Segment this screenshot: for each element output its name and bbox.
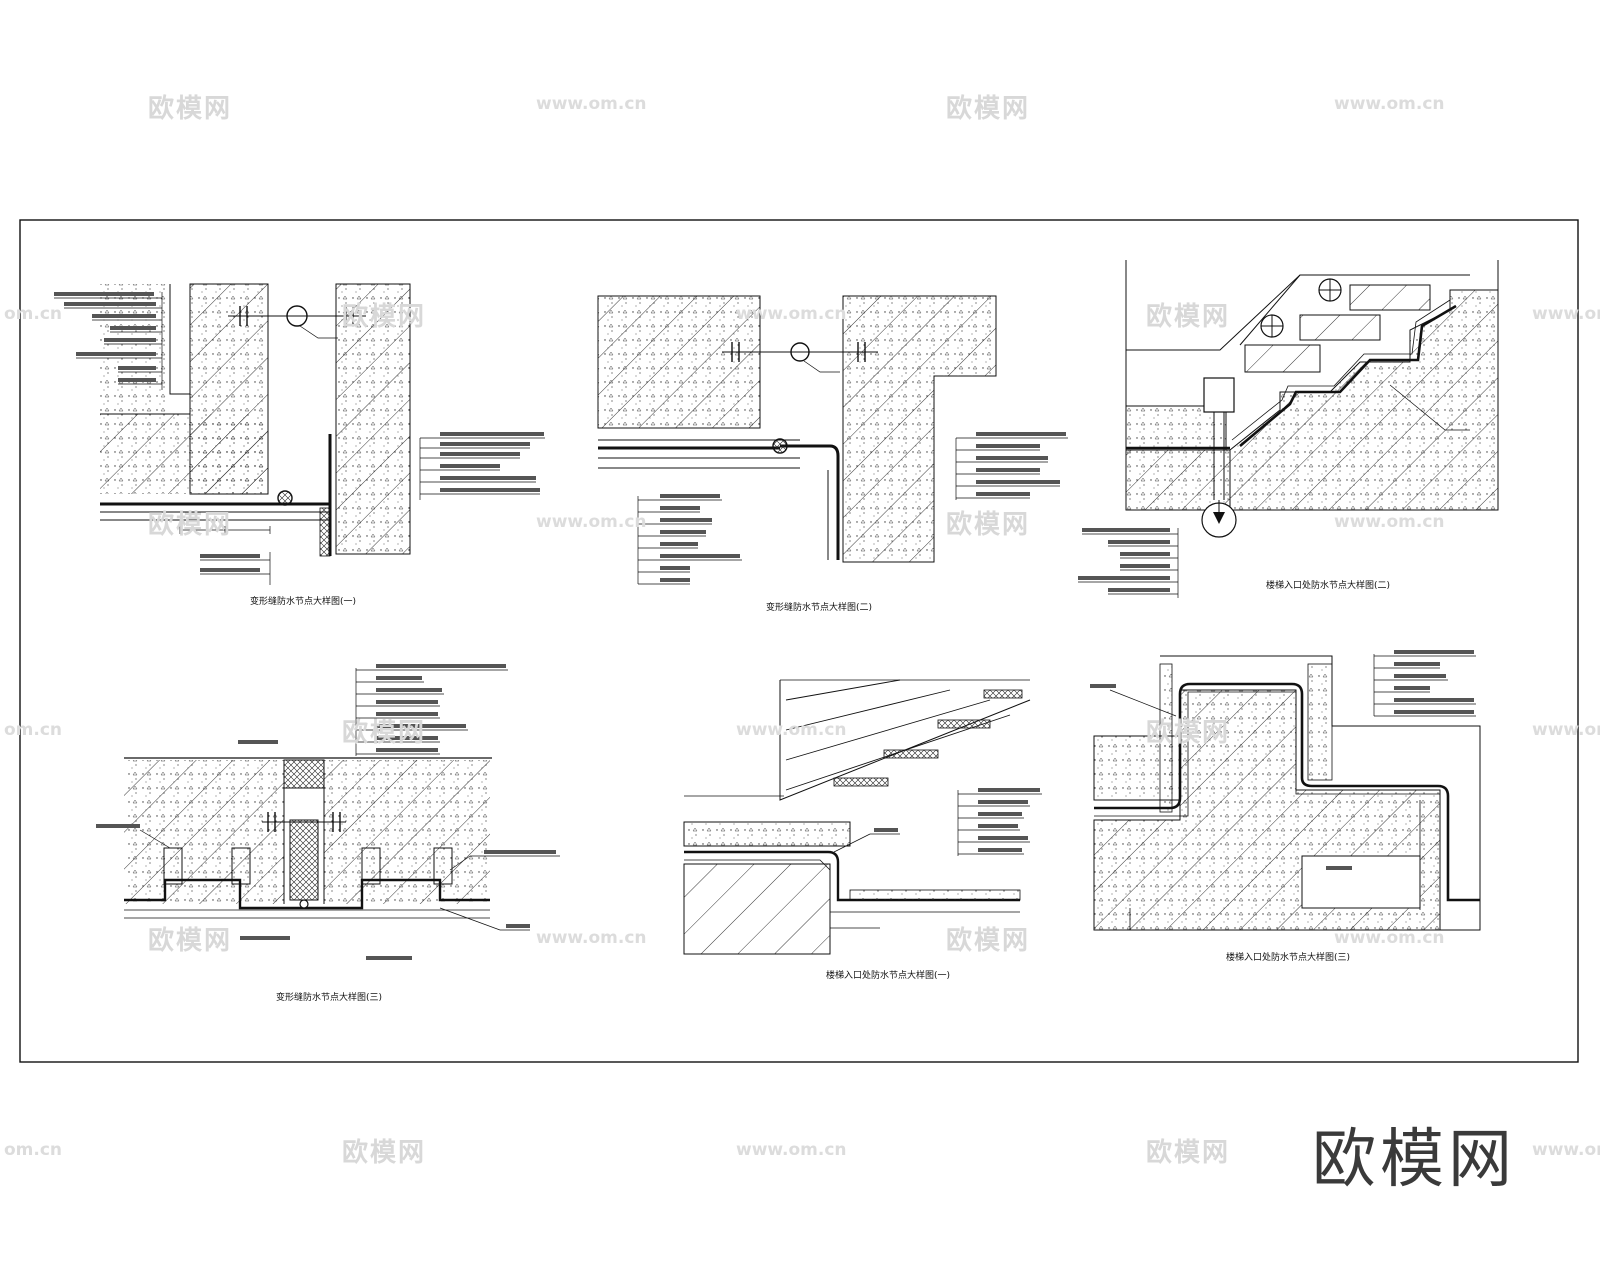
watermark-url: www.om.cn	[536, 928, 647, 948]
watermark-url: www.om.cn	[1532, 1140, 1600, 1160]
watermark-url: www.om.cn	[1334, 94, 1445, 114]
watermark-brand: 欧模网	[342, 302, 427, 332]
watermark-url: www.om.cn	[536, 512, 647, 532]
watermark-brand: 欧模网	[946, 926, 1031, 956]
caption-detail-3: 楼梯入口处防水节点大样图(二)	[1266, 581, 1391, 591]
watermark-url: www.om.cn	[536, 94, 647, 114]
watermark-brand: 欧模网	[946, 94, 1031, 124]
detail-5	[683, 679, 1042, 955]
watermark-brand: 欧模网	[946, 510, 1031, 540]
watermark-url: www.om.cn	[1532, 304, 1600, 324]
watermark-url: www.om.cn	[736, 1140, 847, 1160]
watermark-brand: 欧模网	[148, 926, 233, 956]
watermark-brand: 欧模网	[1146, 302, 1231, 332]
watermark-brand: 欧模网	[342, 718, 427, 748]
watermark-url: www.om.cn	[1334, 928, 1445, 948]
caption-detail-5: 楼梯入口处防水节点大样图(一)	[826, 971, 951, 981]
caption-detail-2: 变形缝防水节点大样图(二)	[766, 603, 873, 613]
caption-detail-1: 变形缝防水节点大样图(一)	[250, 597, 357, 607]
watermark-brand: 欧模网	[148, 510, 233, 540]
watermark-brand: 欧模网	[1146, 718, 1231, 748]
watermark-url: om.cn	[4, 720, 63, 740]
detail-1	[54, 283, 545, 585]
sheet-border	[19, 219, 1579, 1063]
caption-detail-6: 楼梯入口处防水节点大样图(三)	[1226, 953, 1351, 963]
detail-4	[96, 664, 560, 960]
watermark-url: www.om.cn	[1334, 512, 1445, 532]
detail-6	[1090, 650, 1481, 931]
watermark-url: www.om.cn	[1532, 720, 1600, 740]
watermark-brand: 欧模网	[1146, 1138, 1231, 1168]
detail-2	[597, 295, 1068, 585]
site-logo: 欧模网	[1312, 1123, 1516, 1197]
watermark-url: om.cn	[4, 304, 63, 324]
detail-3	[1078, 260, 1499, 598]
watermark-url: www.om.cn	[736, 720, 847, 740]
caption-detail-4: 变形缝防水节点大样图(三)	[276, 993, 383, 1003]
watermark-brand: 欧模网	[148, 94, 233, 124]
watermark-brand: 欧模网	[342, 1138, 427, 1168]
watermark-url: www.om.cn	[736, 304, 847, 324]
watermark-url: om.cn	[4, 1140, 63, 1160]
